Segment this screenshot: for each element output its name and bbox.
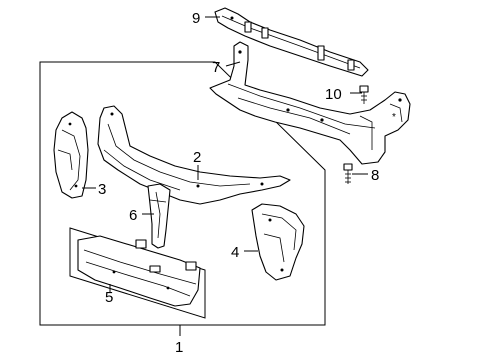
callout-1: 1 (175, 339, 183, 356)
part-3-left-bracket (53, 111, 89, 199)
callout-9: 9 (192, 10, 200, 27)
part-7-radiator-support: * (209, 41, 411, 165)
part-6-center-stay (147, 183, 171, 249)
callout-3: 3 (98, 181, 106, 198)
callout-6: 6 (129, 207, 137, 224)
part-8-bolt (343, 163, 353, 184)
assembly-frame (39, 61, 326, 326)
callout-4: 4 (231, 244, 239, 261)
part-9-upper-tie-bar (214, 7, 369, 77)
callout-5: 5 (105, 289, 113, 306)
callout-10: 10 (325, 86, 342, 103)
part-5-lower-crossmember (69, 227, 206, 319)
leader-7 (225, 61, 241, 67)
part-4-right-bracket (251, 203, 305, 281)
part-2-upper-crossmember (97, 105, 291, 205)
svg-text:*: * (392, 112, 396, 123)
callout-2: 2 (193, 149, 201, 166)
callout-8: 8 (371, 167, 379, 184)
part-10-bolt (359, 85, 369, 104)
callout-7: 7 (212, 59, 220, 76)
